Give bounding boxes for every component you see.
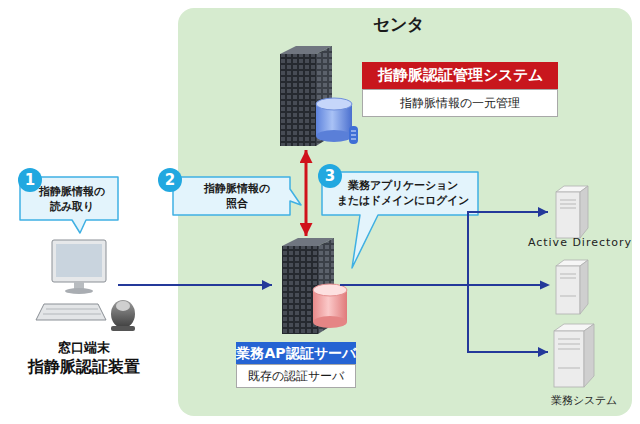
system-description: 既存の認証サーバ — [236, 364, 356, 388]
database-cylinder — [316, 98, 352, 142]
monitor-screen — [56, 244, 102, 277]
keyboard-keys — [43, 309, 101, 314]
reader-window — [116, 301, 130, 311]
reader-base — [111, 326, 135, 331]
connector-arrow — [305, 150, 308, 236]
finger-shape — [349, 126, 358, 144]
callout-text: 業務アプリケーション またはドメインにログイン — [332, 178, 474, 208]
server-node: 指静脈認証管理システム指静脈情報の一元管理 — [272, 44, 345, 150]
server-label: Active Directory — [525, 236, 635, 250]
cylinder-bottom — [316, 130, 352, 142]
label-box: 指静脈認証管理システム指静脈情報の一元管理 — [362, 62, 558, 117]
finger-vein-reader — [111, 300, 135, 328]
bubble-shape — [322, 172, 478, 268]
server-side — [580, 260, 588, 314]
pc-terminal-icon — [36, 240, 135, 331]
server-front — [280, 54, 316, 146]
connector-arrow — [340, 285, 548, 352]
server-node: 業務システム — [548, 322, 608, 382]
branch-arrowhead — [540, 281, 550, 290]
region-title: センタ — [348, 14, 448, 34]
server-side — [580, 186, 588, 238]
server-node: Active Directory — [548, 186, 600, 238]
server-icon — [556, 260, 588, 314]
keyboard — [36, 304, 106, 320]
cylinder-bottom — [313, 316, 347, 328]
callout-number: 1 — [18, 168, 42, 192]
terminal-label: 窓口端末指静脈認証装置 — [19, 339, 149, 377]
connector-arrow — [118, 284, 272, 286]
center-region: センタ指静脈認証管理システム指静脈情報の一元管理指静脈情報の 照合業務アプリケー… — [178, 8, 632, 416]
callout-bubble: 業務アプリケーション またはドメインにログイン — [322, 172, 478, 215]
server-slots — [558, 339, 580, 368]
server-label: 業務システム — [538, 394, 630, 408]
server-slots — [560, 274, 576, 296]
vein-lines — [351, 131, 356, 139]
callout-number: 2 — [158, 168, 182, 192]
branch-line — [468, 284, 542, 286]
server-front — [554, 331, 584, 387]
callout-bubble: 指静脈情報の 照合 — [173, 177, 290, 215]
server-icon — [554, 324, 594, 387]
cylinder-top — [316, 98, 352, 110]
monitor-base — [65, 288, 93, 294]
server-side — [584, 324, 594, 387]
database-cylinder — [313, 284, 347, 328]
system-name-header: 指静脈認証管理システム — [362, 62, 558, 89]
device-name: 指静脈認証装置 — [19, 356, 149, 377]
system-description: 指静脈情報の一元管理 — [362, 89, 558, 117]
terminal-node: 窓口端末指静脈認証装置 — [40, 235, 118, 335]
server-icon — [556, 186, 588, 238]
label-box: 業務AP認証サーバ既存の認証サーバ — [236, 342, 356, 388]
monitor-frame — [52, 240, 106, 282]
cylinder-top — [313, 284, 347, 296]
server-front — [556, 266, 580, 314]
connector-arrow — [340, 212, 548, 285]
terminal-name: 窓口端末 — [19, 339, 149, 356]
finger-vein-icon — [349, 126, 358, 144]
callout-number: 3 — [318, 164, 342, 188]
server-front — [556, 192, 580, 238]
bubble-outline — [322, 172, 478, 215]
bubble-shape — [173, 177, 301, 215]
system-name-header: 業務AP認証サーバ — [236, 342, 356, 364]
server-node: 業務AP認証サーバ既存の認証サーバ — [272, 236, 340, 334]
server-slots — [560, 200, 576, 208]
callout-text: 指静脈情報の 照合 — [195, 181, 279, 211]
callout-text: 指静脈情報の 読み取り — [30, 184, 114, 214]
